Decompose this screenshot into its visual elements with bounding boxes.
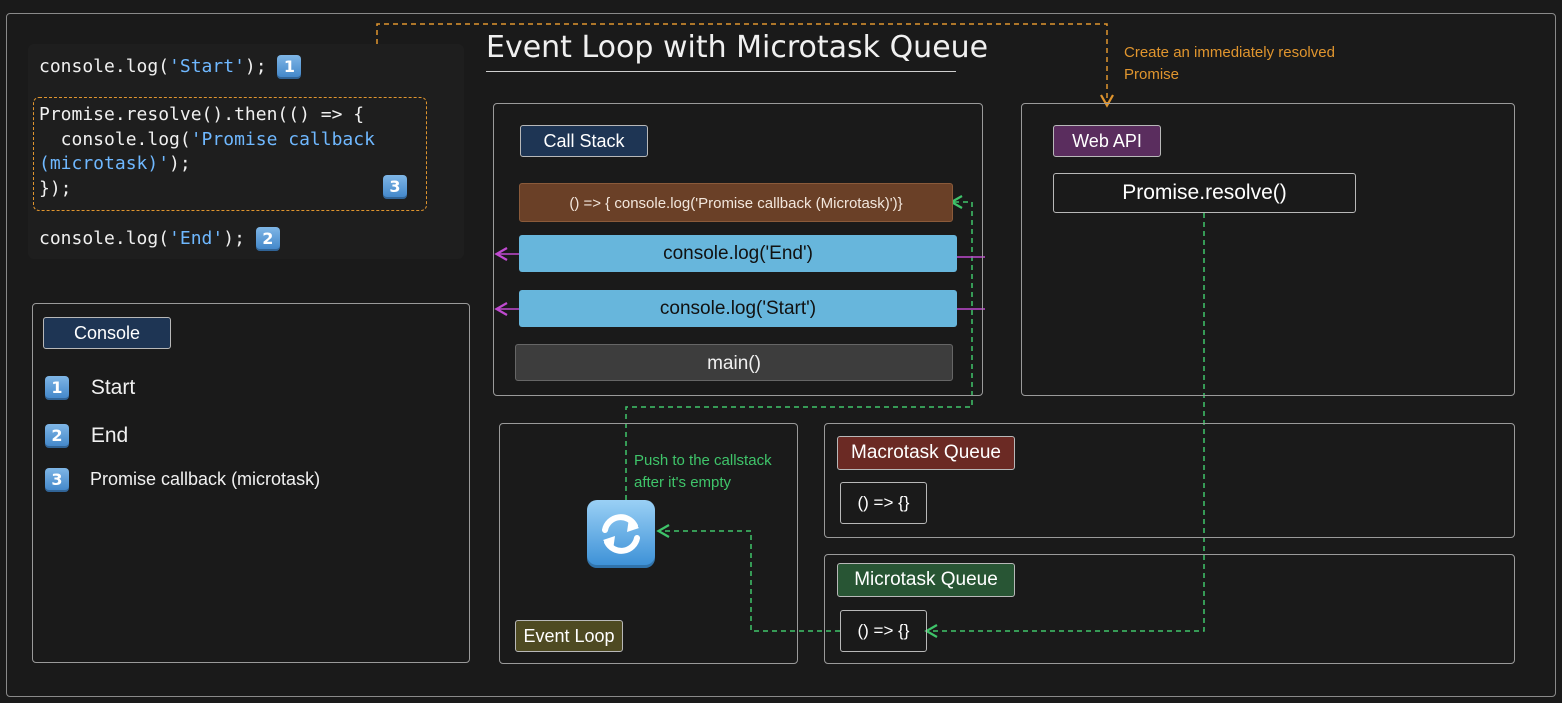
green-arrow-eventloop-to-callstack [625, 195, 973, 500]
code-text: ); [223, 228, 245, 249]
refresh-glyph [602, 514, 640, 554]
web-api-label: Web API [1053, 125, 1161, 157]
diagram-frame [6, 13, 1556, 697]
code-string: 'End' [169, 228, 224, 249]
promise-code-highlight [33, 97, 427, 211]
console-line: 2 End [45, 424, 129, 449]
microtask-queue-panel [824, 554, 1515, 664]
console-panel [32, 303, 470, 663]
note-line: Push to the callstack [634, 452, 772, 469]
call-stack-item-callback: () => { console.log('Promise callback (M… [519, 183, 953, 222]
step-badge: 1 [277, 55, 302, 79]
green-arrow-microtask-to-eventloop [656, 524, 840, 632]
macrotask-queue-label: Macrotask Queue [837, 436, 1015, 470]
code-line-close: }); [39, 177, 72, 201]
note-line: Promise [1124, 66, 1180, 83]
note-line: Create an immediately resolved [1124, 44, 1335, 61]
code-line-log: console.log('Promise callback [39, 128, 375, 152]
code-text: ); [169, 153, 191, 174]
code-text: console.log( [39, 129, 191, 150]
console-text: Promise callback (microtask) [90, 468, 321, 489]
code-line-end: console.log('End'); 2 [39, 227, 280, 251]
event-loop-label: Event Loop [515, 620, 623, 652]
call-stack-panel [493, 103, 983, 396]
call-stack-label: Call Stack [520, 125, 648, 157]
code-string: 'Promise callback [190, 129, 375, 150]
macrotask-queue-item: () => {} [840, 482, 927, 524]
step-badge: 2 [255, 227, 280, 251]
step-badge: 3 [45, 468, 69, 492]
note-line: after it's empty [634, 474, 732, 491]
microtask-queue-label: Microtask Queue [837, 563, 1015, 597]
call-stack-item-end: console.log('End') [519, 235, 957, 272]
microtask-queue-item: () => {} [840, 610, 927, 652]
code-string: 'Start' [169, 56, 245, 77]
refresh-icon [587, 500, 655, 568]
console-text: End [90, 424, 129, 447]
console-label: Console [43, 317, 171, 349]
macrotask-queue-panel [824, 423, 1515, 538]
code-text: console.log( [39, 56, 170, 77]
code-line-promise: Promise.resolve().then(() => { [39, 103, 364, 127]
event-loop-panel [499, 423, 798, 664]
call-stack-item-start: console.log('Start') [519, 290, 957, 327]
green-arrow-webapi-to-microtask [924, 213, 1205, 638]
title-underline [486, 71, 956, 72]
console-line: 1 Start [45, 376, 136, 401]
step-badge: 1 [45, 376, 69, 401]
event-loop-note: Push to the callstack after it's empty [634, 450, 772, 494]
code-text: console.log( [39, 228, 170, 249]
step-badge: 2 [45, 424, 69, 449]
web-api-panel [1021, 103, 1515, 396]
code-text: }); [39, 178, 72, 199]
code-line-start: console.log('Start'); 1 [39, 55, 302, 79]
code-string: (microtask)' [39, 153, 170, 174]
step-badge: 3 [383, 175, 407, 199]
code-text: ); [244, 56, 267, 77]
console-text: Start [90, 376, 136, 399]
code-line-microtask: (microtask)'); [39, 152, 191, 176]
diagram-title: Event Loop with Microtask Queue [486, 30, 989, 65]
call-stack-item-main: main() [515, 344, 953, 381]
console-line: 3 Promise callback (microtask) [45, 468, 320, 492]
code-block [28, 44, 464, 259]
web-api-promise-resolve: Promise.resolve() [1053, 173, 1356, 213]
web-api-note: Create an immediately resolved Promise [1124, 42, 1335, 86]
code-text: Promise.resolve().then(() => { [39, 104, 365, 125]
